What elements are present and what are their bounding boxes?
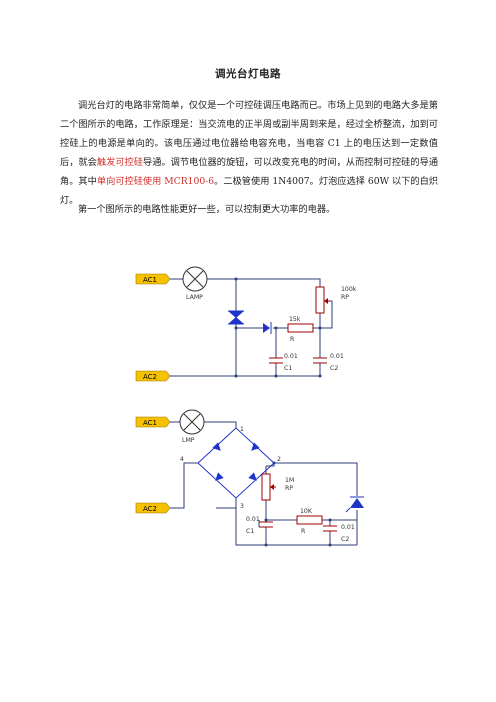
c2-ac1-label: AC1 [143,419,157,427]
para1-part-b: 导通。调节电位器的旋钮，可以改变充电的时间，从而控制可控硅的导通角。其中 [60,157,439,187]
c1-pot-value: 100k [341,286,357,293]
para1-part-a: 调光台灯的电路非常简单，仅仅是一个可控硅调压电路而已。市场上见到的电路大多是第二… [60,100,438,168]
ac1-flag-2 [135,416,171,428]
c2-scr-icon [345,496,364,513]
c2-c1-name: C1 [246,528,254,535]
c1-potentiometer [315,286,330,314]
c2-c2-name: C2 [341,536,349,543]
para1-red-scr-model: 单向可控硅使用 MCR100-6 [96,176,215,187]
c2-lamp [179,409,205,435]
c1-capacitor-c1 [269,357,283,364]
c2-capacitor-c2 [323,525,337,532]
c2-c2-value: 0.01 [341,524,355,531]
c2-r-value: 10K [300,508,313,515]
c2-ac2-label: AC2 [143,505,157,513]
c1-lamp [182,266,208,292]
c1-r-name: R [290,336,295,343]
c2-resistor [296,515,323,525]
c1-r-value: 15k [289,316,301,323]
c2-pot-value: 1M [285,477,294,484]
c1-c2-value: 0.01 [330,353,344,360]
c1-ac1-label: AC1 [143,276,157,284]
c2-pot-name: RP [285,485,293,492]
c1-capacitor-c2 [313,357,327,364]
circuit-2: AC1 AC2 LMP [135,409,364,547]
c1-pot-name: RP [341,294,349,301]
c1-c2-name: C2 [330,365,338,372]
c2-c1-value: 0.01 [246,516,260,523]
c2-bridge-rectifier [197,427,275,499]
c2-node-1: 1 [240,426,244,433]
c2-potentiometer [261,473,276,501]
c1-lamp-label: LAMP [186,294,203,301]
ac2-flag-2 [135,502,171,514]
c2-node-3: 3 [240,503,244,510]
ac2-flag [135,370,171,382]
c1-resistor [287,323,314,333]
c2-node-2: 2 [277,456,281,463]
c1-c1-value: 0.01 [284,353,298,360]
page-title: 调光台灯电路 [215,68,281,80]
para1-red-trigger: 触发可控硅 [96,157,143,168]
c2-r-name: R [301,528,306,535]
c1-diac-icon [263,322,272,334]
c2-capacitor-c1 [259,521,273,528]
c2-lamp-label: LMP [182,437,195,444]
c1-triac-icon [228,310,244,325]
c2-node-4: 4 [180,456,184,463]
ac1-flag [135,273,171,285]
paragraph-comparison: 第一个图所示的电路性能更好一些，可以控制更大功率的电器。 [78,204,336,215]
circuit-1: AC1 AC2 LAMP [135,266,357,382]
c1-c1-name: C1 [284,365,292,372]
c1-ac2-label: AC2 [143,373,157,381]
para1-part-c: 。二极管使用 1N4007。灯泡应选择 60W 以下的白炽灯。 [60,176,439,206]
paragraph-principle: 调光台灯的电路非常简单，仅仅是一个可控硅调压电路而已。市场上见到的电路大多是第二… [60,96,438,210]
